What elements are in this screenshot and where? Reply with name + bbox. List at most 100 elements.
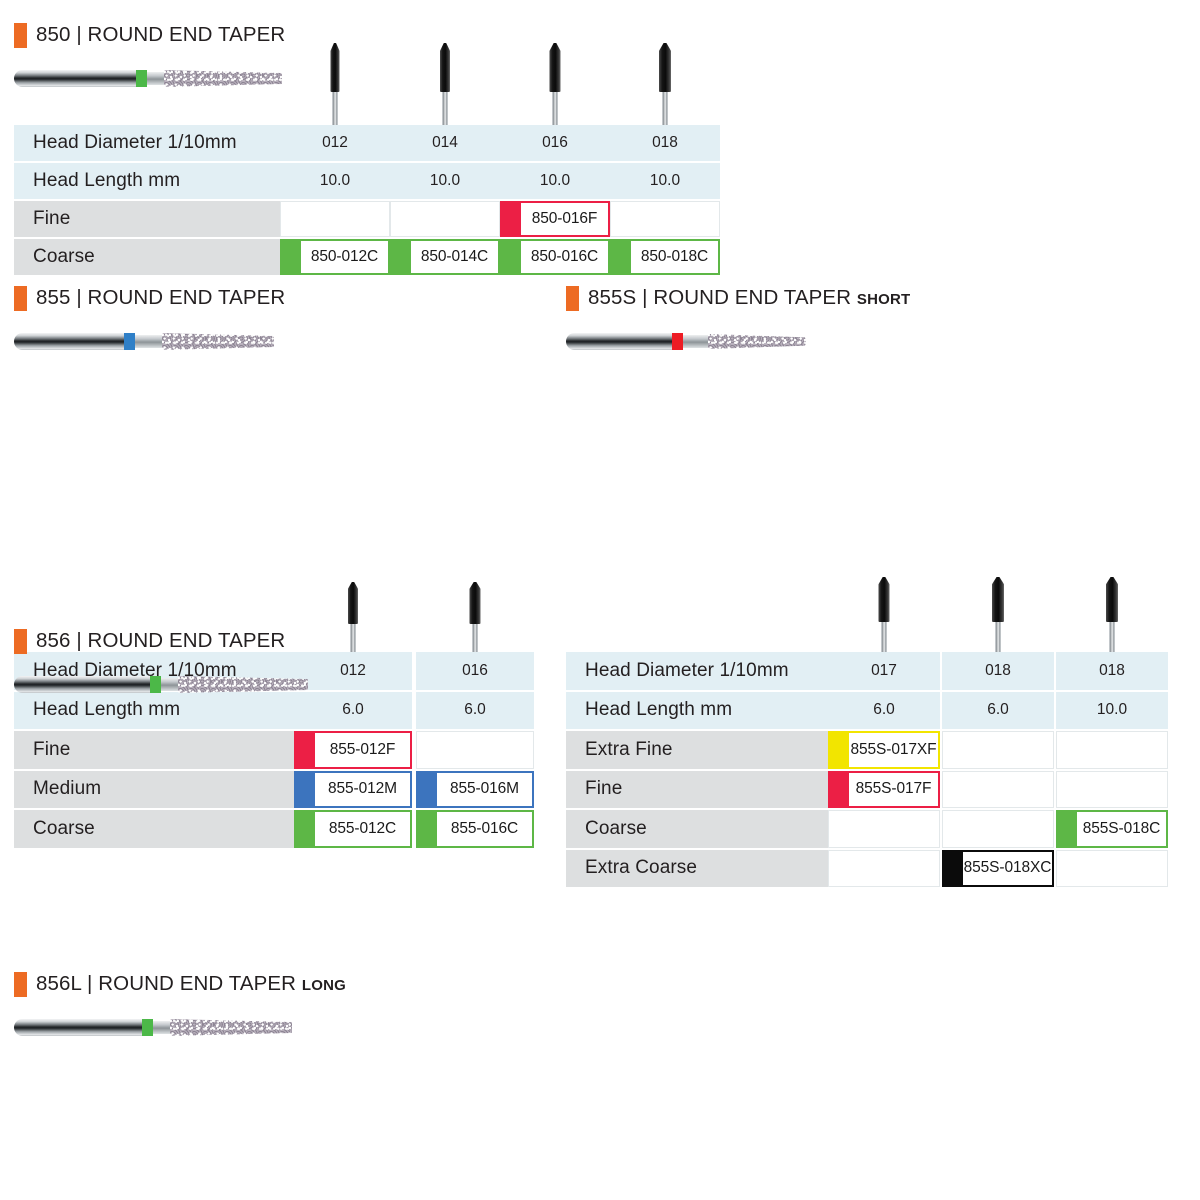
spec-cell: 10.0 — [610, 163, 720, 199]
bur-neck — [683, 335, 708, 348]
spec-cell: 014 — [390, 125, 500, 161]
product-code: 850-016C — [530, 248, 599, 265]
grit-cell: 850-016C — [500, 239, 610, 275]
bur-icon-head — [469, 582, 481, 624]
spec-cell: 6.0 — [416, 691, 534, 729]
bur-shank — [566, 333, 680, 350]
grit-cells: 850-012C 850-014C 850-016C 850-018C — [280, 239, 720, 275]
grit-color-swatch — [1058, 812, 1077, 846]
product-code-box[interactable]: 850-014C — [390, 239, 500, 275]
section-header-856: 856 | ROUND END TAPER — [14, 628, 285, 654]
section-name: ROUND END TAPER — [98, 972, 297, 995]
product-code-box[interactable]: 855S-017XF — [828, 731, 940, 769]
section-header-855S: 855S | ROUND END TAPER SHORT — [566, 285, 910, 311]
grit-cells: 855-012F — [294, 731, 534, 769]
section-name: ROUND END TAPER — [653, 286, 852, 309]
bur-shank — [14, 333, 132, 350]
product-code: 855-012C — [328, 819, 397, 837]
product-code-box[interactable]: 855-012C — [294, 810, 412, 848]
grit-row-label: Fine — [14, 201, 280, 237]
bur-icon-head — [348, 582, 358, 624]
product-code-box[interactable]: 850-018C — [610, 239, 720, 275]
bur-icon-012 — [280, 43, 390, 125]
spec-cell: 016 — [416, 652, 534, 690]
empty-cell — [1056, 731, 1168, 769]
product-code: 850-012C — [310, 248, 379, 265]
bur-icon-head — [1106, 577, 1118, 622]
bur-icon-head — [440, 43, 450, 93]
product-code-box[interactable]: 850-016C — [500, 239, 610, 275]
product-code-box[interactable]: 855-012F — [294, 731, 412, 769]
grit-row-label: Coarse — [566, 810, 828, 848]
grit-cell: 855-012F — [294, 731, 412, 769]
section-title-856L: 856L | ROUND END TAPER LONG — [36, 972, 346, 996]
section-name: ROUND END TAPER — [87, 286, 286, 309]
bur-photo-856 — [14, 667, 308, 701]
bur-photo-855S — [566, 324, 806, 358]
bur-color-band — [150, 676, 161, 693]
grit-color-swatch — [296, 733, 315, 767]
spec-cell: 6.0 — [828, 691, 940, 729]
grit-cells: 855S-017XF — [828, 731, 1168, 769]
product-code: 855S-017XF — [850, 740, 937, 758]
section-suffix: LONG — [301, 977, 347, 994]
product-code: 850-014C — [420, 248, 489, 265]
bur-icons-855 — [294, 297, 538, 652]
grit-cell: 850-018C — [610, 239, 720, 275]
bur-color-band — [142, 1019, 153, 1036]
section-name: ROUND END TAPER — [87, 629, 286, 652]
bur-neck — [135, 335, 162, 348]
product-code-box[interactable]: 850-012C — [280, 239, 390, 275]
spec-cell: 012 — [294, 652, 412, 690]
bur-neck — [147, 72, 164, 85]
bur-diamond-head — [708, 334, 806, 349]
grit-cell — [828, 849, 940, 887]
empty-cell — [416, 731, 534, 769]
row-grit-fine: Fine 850-016F — [14, 201, 720, 237]
empty-cell — [942, 731, 1054, 769]
grit-cell: 855S-018C — [1056, 810, 1168, 848]
grit-cell: 855S-017XF — [828, 731, 940, 769]
product-code-box[interactable]: 855S-018XC — [942, 849, 1054, 887]
section-title-855S: 855S | ROUND END TAPER SHORT — [588, 286, 910, 310]
section-separator: | — [76, 286, 82, 309]
grit-cell: 855-012M — [294, 770, 412, 808]
bur-icons-856L — [291, 987, 505, 1200]
grit-cell — [390, 201, 500, 237]
bur-diamond-head — [162, 333, 274, 350]
bur-shank — [14, 1019, 150, 1036]
product-code-box[interactable]: 855S-017F — [828, 770, 940, 808]
grit-cell: 850-012C — [280, 239, 390, 275]
grit-color-swatch — [830, 733, 849, 767]
bur-photo-855 — [14, 324, 274, 358]
bur-icon-018 — [1056, 577, 1168, 652]
grit-cell: 855S-017F — [828, 770, 940, 808]
grit-row-label: Coarse — [14, 239, 280, 275]
spec-cell: 012 — [280, 125, 390, 161]
product-code-box[interactable]: 855-016C — [416, 810, 534, 848]
bur-diamond-head — [164, 70, 282, 87]
section-header-855: 855 | ROUND END TAPER — [14, 285, 285, 311]
bur-photo-856L — [14, 1010, 292, 1044]
empty-cell — [828, 849, 940, 887]
empty-cell — [280, 201, 390, 237]
grit-cells: 855S-018XC — [828, 849, 1168, 887]
grit-cell — [942, 810, 1054, 848]
grit-color-swatch — [392, 241, 411, 273]
grit-cell — [1056, 731, 1168, 769]
grit-cell — [942, 731, 1054, 769]
bur-diamond-head — [170, 1019, 292, 1036]
product-code-box[interactable]: 850-016F — [500, 201, 610, 237]
product-code-box[interactable]: 855-016M — [416, 770, 534, 808]
product-code-box[interactable]: 855-012M — [294, 770, 412, 808]
section-title-856: 856 | ROUND END TAPER — [36, 629, 285, 653]
grit-color-swatch — [296, 812, 315, 846]
product-code-box[interactable]: 855S-018C — [1056, 810, 1168, 848]
